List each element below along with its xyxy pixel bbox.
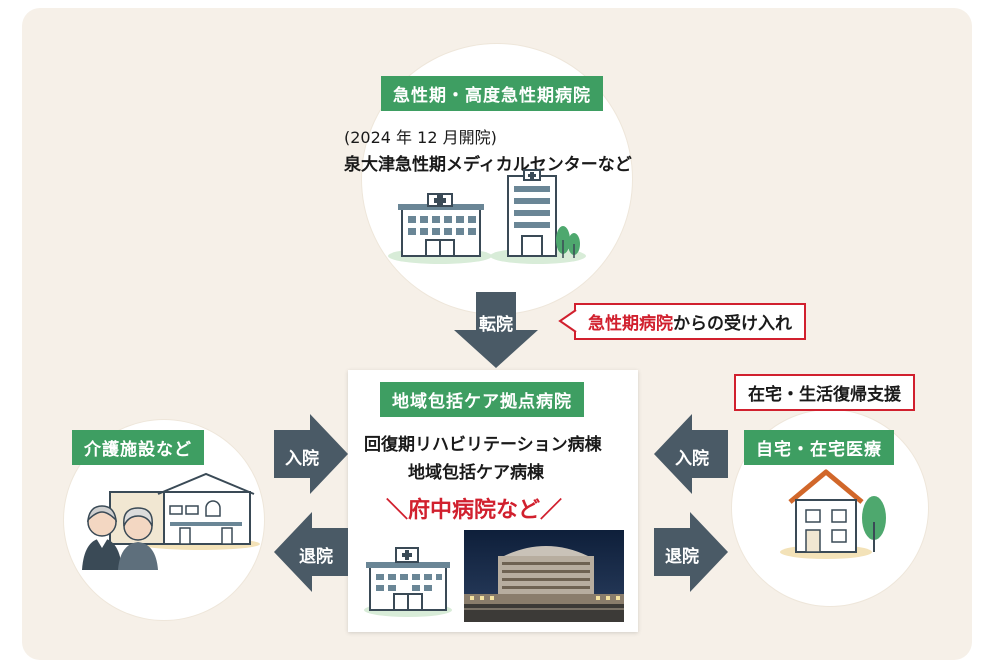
home-return-support-tag: 在宅・生活復帰支援 — [734, 374, 915, 411]
right-discharge-label: 退院 — [665, 547, 699, 567]
community-care-label: 地域包括ケア拠点病院 — [380, 382, 584, 417]
left-discharge-arrow — [274, 512, 348, 592]
ward-line-rehab: 回復期リハビリテーション病棟 — [364, 435, 602, 455]
opening-note: (2024 年 12 月開院) — [344, 128, 497, 147]
left-admit-arrow — [274, 414, 348, 494]
acute-hospital-description: 泉大津急性期メディカルセンターなど — [344, 155, 632, 175]
acute-hospital-label: 急性期・高度急性期病院 — [381, 76, 603, 111]
house-icon — [780, 469, 886, 559]
fuchu-hospital-name: ＼府中病院など／ — [386, 498, 563, 523]
right-discharge-arrow — [654, 512, 728, 592]
care-facility-label: 介護施設など — [72, 430, 204, 465]
left-admit-label: 入院 — [285, 449, 319, 469]
right-admit-arrow — [654, 414, 728, 494]
ward-line-community: 地域包括ケア病棟 — [408, 463, 544, 483]
right-admit-label: 入院 — [675, 449, 709, 469]
small-hospital-icon — [364, 547, 452, 617]
left-discharge-label: 退院 — [299, 547, 333, 567]
acute-acceptance-tag-highlight: 急性期病院 — [588, 314, 673, 334]
acute-acceptance-tag: 急性期病院からの受け入れ — [574, 303, 806, 340]
home-care-label: 自宅・在宅医療 — [744, 430, 894, 465]
transfer-down-arrow — [454, 292, 538, 368]
elderly-couple-icon — [82, 505, 158, 570]
hospital-buildings-icon — [388, 169, 586, 264]
acute-acceptance-tag-text: からの受け入れ — [673, 314, 792, 334]
acute-acceptance-tag-pointer — [558, 309, 577, 333]
fuchu-hospital-photo — [464, 530, 624, 622]
transfer-arrow-label: 転院 — [479, 315, 513, 335]
